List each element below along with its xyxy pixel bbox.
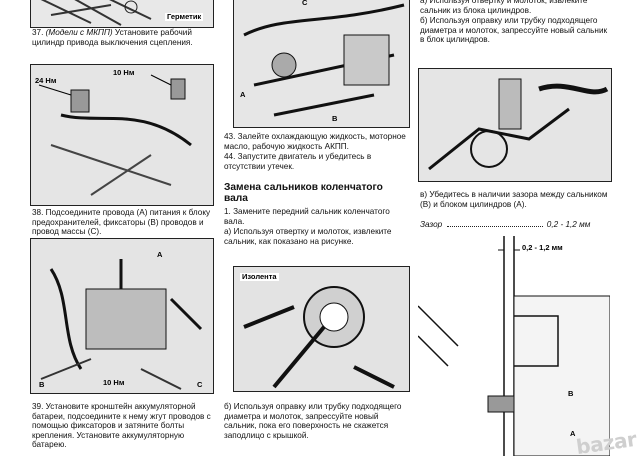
section-heading: Замена сальников коленчатого вала — [224, 182, 383, 204]
tape-label: Изолента — [240, 272, 279, 281]
step-1a: а) Используя отвертку и молоток, извлеки… — [224, 227, 392, 246]
dimension-label: 0,2 - 1,2 мм — [522, 243, 563, 252]
step-b-right: б) Используя оправку или трубку подходящ… — [420, 16, 608, 45]
caption-step-44: 44. Запустите двигатель и убедитесь в от… — [224, 152, 372, 171]
fuse-box-drawing — [31, 239, 213, 393]
figure-wiring-torque: 24 Нм 10 Нм — [30, 64, 214, 206]
step-number: 37. — [32, 28, 44, 37]
figure-engine-top: C A B — [233, 0, 410, 128]
callout-a: A — [157, 250, 163, 259]
step-1: 1. Замените передний сальник коленчатого… — [224, 207, 390, 226]
caption-step-43: 43. Залейте охлаждающую жидкость, моторн… — [224, 132, 406, 151]
caption-step-37: 37. (Модели с МКПП) Установите рабочий ц… — [32, 28, 212, 47]
caption-step-38: 38. Подсоедините провода (А) питания к б… — [32, 208, 211, 237]
clearance-spec-row: Зазор 0,2 - 1,2 мм — [420, 220, 610, 230]
figure-clutch-cylinder: Герметик — [30, 0, 214, 28]
spec-value: 0,2 - 1,2 мм — [546, 220, 591, 229]
figure-fuse-box: A B C 10 Нм — [30, 238, 214, 394]
figure-rear-seal — [418, 68, 612, 182]
callout-c: C — [197, 380, 203, 389]
gap-diagram-drawing — [418, 236, 610, 456]
torque-label-24: 24 Нм — [35, 76, 57, 85]
callout-b: B — [39, 380, 45, 389]
sealant-label: Герметик — [165, 12, 204, 21]
callout-a2: A — [240, 90, 246, 99]
rear-seal-drawing — [419, 69, 611, 181]
caption-step-39: 39. Установите кронштейн аккумуляторной … — [32, 402, 211, 450]
step-text: Установите рабочий цилиндр привода выклю… — [32, 28, 193, 47]
spec-dots — [446, 226, 543, 227]
figure-seal-removal: Изолента — [233, 266, 410, 392]
step-1b: б) Используя оправку или трубку подходящ… — [224, 402, 402, 440]
torque-label-10: 10 Нм — [113, 68, 135, 77]
engine-top-drawing — [234, 0, 409, 127]
step-c-right: в) Убедитесь в наличии зазора между саль… — [420, 190, 608, 209]
engine-wiring-drawing — [31, 65, 213, 205]
callout-c2: C — [302, 0, 308, 7]
seal-removal-drawing — [234, 267, 409, 391]
callout-a3: A — [570, 429, 576, 438]
step-note: (Модели с МКПП) — [45, 28, 113, 37]
step-a-right: а) Используя отвертку и молоток, извлеки… — [420, 0, 588, 15]
callout-b3: B — [568, 389, 574, 398]
figure-gap-diagram: 0,2 - 1,2 мм B A — [418, 236, 610, 456]
callout-b2: B — [332, 114, 338, 123]
torque-label-10b: 10 Нм — [103, 378, 125, 387]
spec-label: Зазор — [420, 220, 443, 229]
